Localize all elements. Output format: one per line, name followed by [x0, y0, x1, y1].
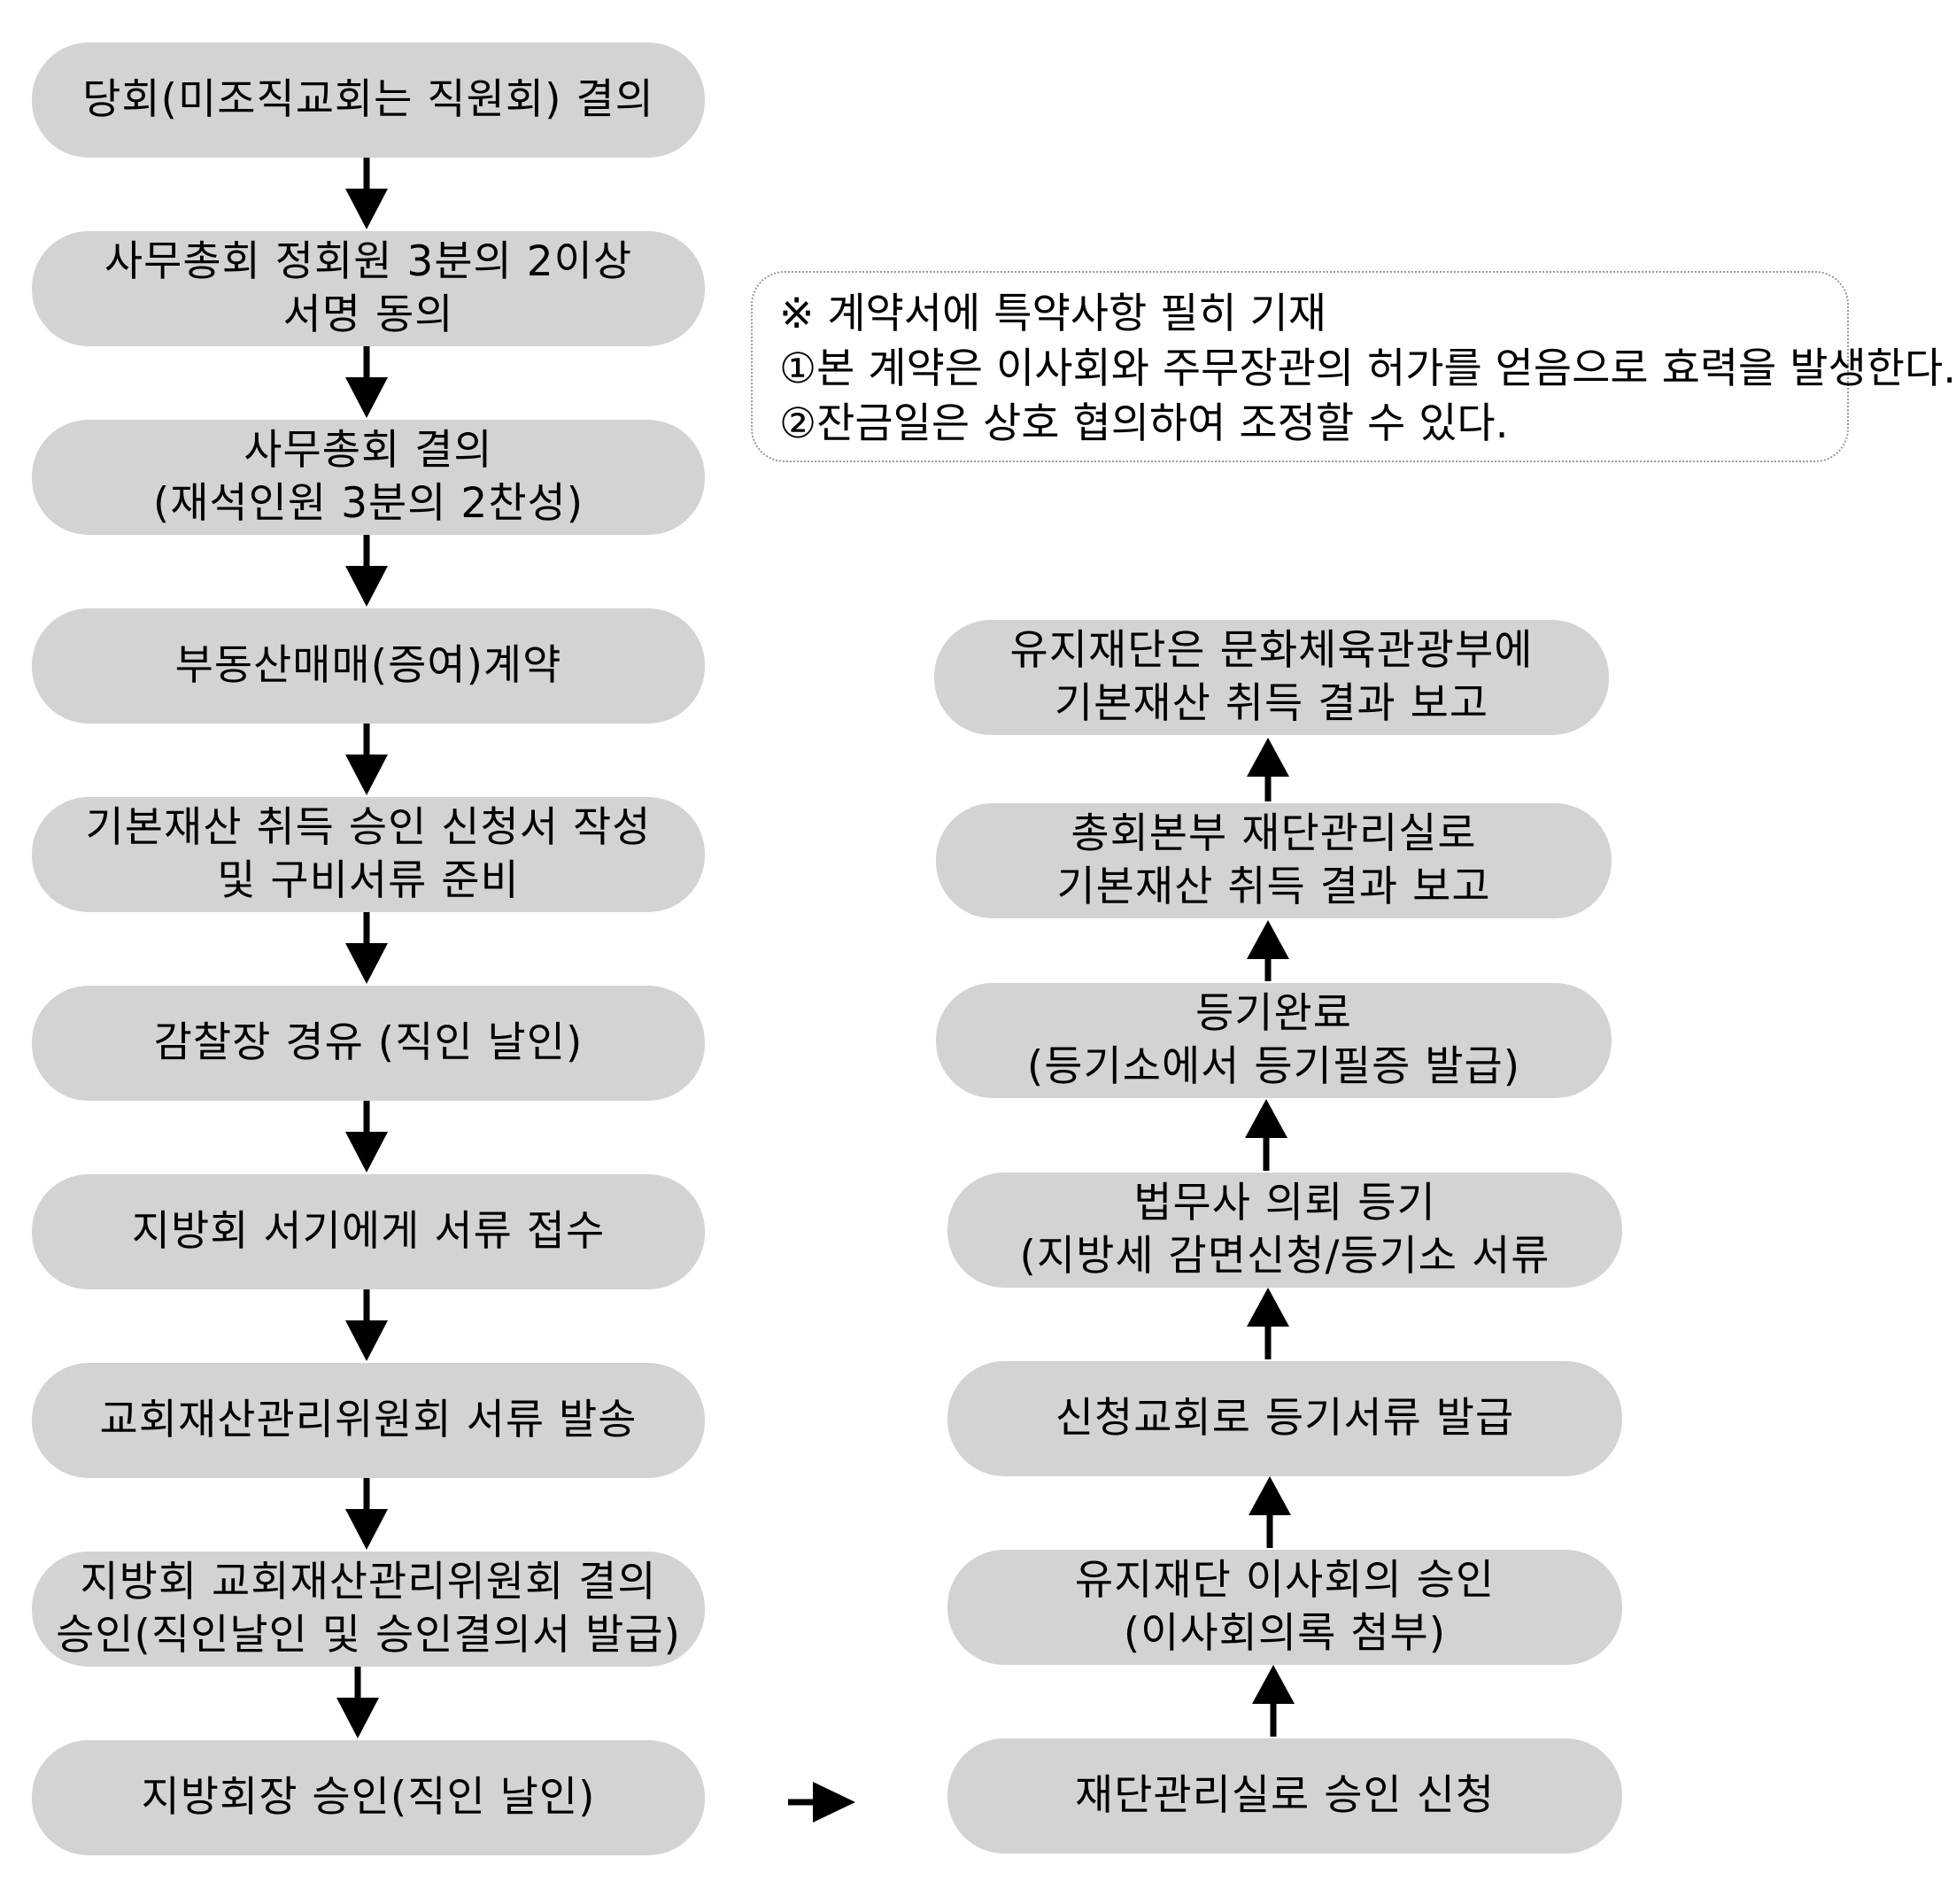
step-line: 기본재산 취득 승인 신청서 작성	[85, 803, 652, 852]
flow-step-15: 등기완료 (등기소에서 등기필증 발급)	[936, 983, 1612, 1098]
arrow-down	[345, 158, 388, 229]
arrow-down	[345, 346, 388, 418]
arrow-up	[1247, 738, 1289, 801]
arrow-down	[336, 1667, 379, 1738]
flow-step-10: 지방회장 승인(직인 날인)	[32, 1740, 705, 1855]
step-line: 사무총회 정회원 3분의 2이상	[104, 237, 633, 286]
step-line: (재석인원 3분의 2찬성)	[152, 479, 584, 528]
arrow-down	[345, 1289, 388, 1361]
arrow-down	[345, 535, 388, 607]
step-line: 부동산매매(증여)계약	[174, 641, 562, 690]
flow-step-4: 부동산매매(증여)계약	[32, 608, 705, 724]
flow-step-6: 감찰장 경유 (직인 날인)	[32, 986, 705, 1101]
note-item-1: ①본 계약은 이사회와 주무장관의 허가를 얻음으로 효력을 발생한다.	[779, 344, 1956, 393]
step-line: 지방회 교회재산관리위원회 결의	[80, 1558, 657, 1606]
flow-step-13: 신청교회로 등기서류 발급	[947, 1361, 1622, 1476]
arrow-up	[1245, 1099, 1287, 1171]
flow-step-11: 재단관리실로 승인 신청	[947, 1738, 1622, 1854]
step-line: 지방회 서기에게 서류 접수	[131, 1207, 606, 1256]
arrow-up	[1247, 920, 1289, 981]
arrow-down	[345, 1101, 388, 1173]
step-line: 당회(미조직교회는 직원회) 결의	[82, 75, 654, 124]
flow-step-9: 지방회 교회재산관리위원회 결의 승인(직인날인 및 승인결의서 발급)	[32, 1552, 705, 1667]
step-line: 및 구비서류 준비	[217, 856, 520, 905]
flow-step-2: 사무총회 정회원 3분의 2이상 서명 동의	[32, 231, 705, 346]
step-line: 재단관리실로 승인 신청	[1074, 1771, 1496, 1820]
step-line: 승인(직인날인 및 승인결의서 발급)	[56, 1611, 681, 1660]
step-line: 기본재산 취득 결과 보고	[1056, 863, 1491, 911]
arrow-down	[345, 912, 388, 984]
step-line: 교회재산관리위원회 서류 발송	[99, 1396, 638, 1444]
step-line: 등기완료	[1195, 989, 1352, 1038]
arrow-up	[1252, 1665, 1295, 1737]
note-title: ※ 계약서에 특약사항 필히 기재	[779, 290, 1327, 338]
flow-step-8: 교회재산관리위원회 서류 발송	[32, 1363, 705, 1478]
flow-step-17: 유지재단은 문화체육관광부에 기본재산 취득 결과 보고	[934, 620, 1609, 735]
flow-step-5: 기본재산 취득 승인 신청서 작성 및 구비서류 준비	[32, 797, 705, 912]
step-line: (지방세 감면신청/등기소 서류	[1019, 1232, 1550, 1281]
arrow-right	[788, 1782, 855, 1823]
arrow-down	[345, 724, 388, 795]
flow-step-1: 당회(미조직교회는 직원회) 결의	[32, 43, 705, 158]
flow-step-16: 총회본부 재단관리실로 기본재산 취득 결과 보고	[936, 803, 1612, 918]
contract-note-box: ※ 계약서에 특약사항 필히 기재 ①본 계약은 이사회와 주무장관의 허가를 …	[751, 271, 1956, 462]
step-line: 지방회장 승인(직인 날인)	[141, 1773, 596, 1822]
step-line: 사무총회 결의	[244, 426, 493, 475]
step-line: 감찰장 경유 (직인 날인)	[153, 1018, 584, 1067]
arrow-up	[1247, 1288, 1289, 1359]
step-line: 신청교회로 등기서류 발급	[1055, 1394, 1515, 1443]
step-line: 서명 동의	[282, 290, 454, 339]
arrow-up	[1249, 1476, 1291, 1548]
flow-step-12: 유지재단 이사회의 승인 (이사회의록 첨부)	[947, 1550, 1622, 1665]
arrow-down	[345, 1478, 388, 1550]
flow-step-3: 사무총회 결의 (재석인원 3분의 2찬성)	[32, 420, 705, 535]
step-line: 기본재산 취득 결과 보고	[1054, 679, 1489, 728]
note-item-2: ②잔금일은 상호 협의하여 조정할 수 있다.	[779, 399, 1509, 448]
flow-step-14: 법무사 의뢰 등기 (지방세 감면신청/등기소 서류	[947, 1173, 1622, 1288]
step-line: 총회본부 재단관리실로	[1071, 809, 1477, 858]
step-line: 유지재단은 문화체육관광부에	[1009, 626, 1534, 675]
step-line: (등기소에서 등기필증 발급)	[1026, 1042, 1521, 1091]
step-line: 유지재단 이사회의 승인	[1074, 1556, 1496, 1605]
flow-arrows	[336, 158, 1295, 1823]
step-line: 법무사 의뢰 등기	[1133, 1179, 1436, 1227]
step-line: (이사회의록 첨부)	[1123, 1609, 1447, 1658]
flow-step-7: 지방회 서기에게 서류 접수	[32, 1174, 705, 1289]
